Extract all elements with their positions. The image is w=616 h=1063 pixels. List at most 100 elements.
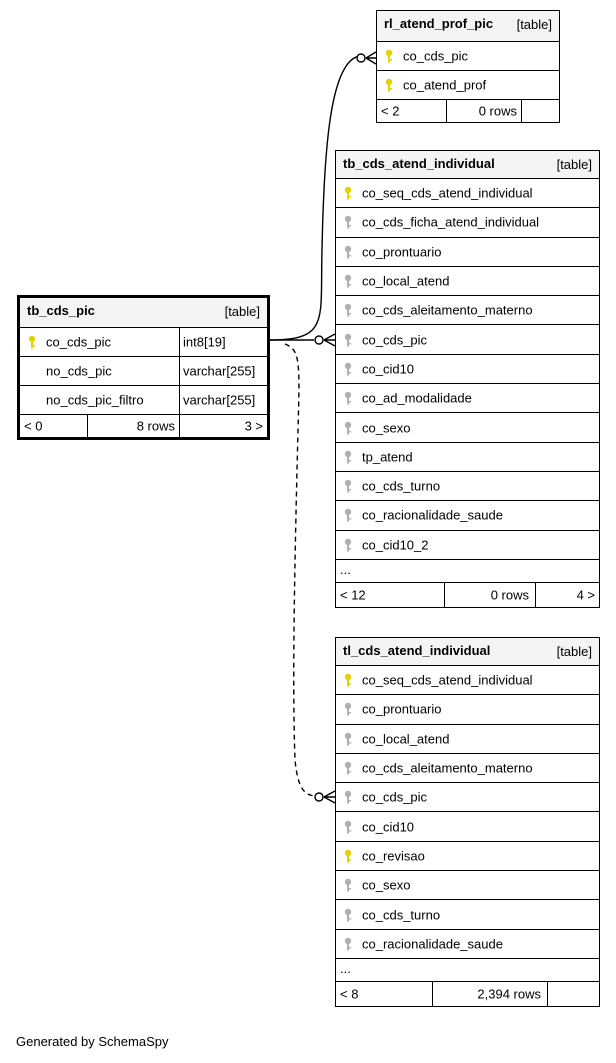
foreign-key-icon (343, 761, 353, 775)
column-name: co_local_atend (362, 273, 450, 289)
table-rl-atend-prof-pic[interactable]: rl_atend_prof_pic [table] co_cds_pic co_a… (376, 10, 560, 123)
column-row[interactable]: co_cds_aleitamento_materno (336, 754, 599, 784)
relationship-crowfoot (323, 333, 336, 347)
table-header[interactable]: tl_cds_atend_individual [table] (336, 638, 599, 666)
column-name: co_seq_cds_atend_individual (362, 185, 533, 201)
column-name: co_cds_pic (362, 789, 428, 805)
column-name: co_cds_pic (362, 332, 428, 348)
column-row[interactable]: co_cds_pic (336, 783, 599, 813)
parents-count[interactable]: < 12 (340, 587, 366, 603)
column-list: co_cds_pic co_atend_prof (377, 42, 559, 100)
column-row[interactable]: co_sexo (336, 413, 599, 443)
foreign-key-icon (343, 274, 353, 288)
column-name: co_sexo (362, 420, 411, 436)
column-name: co_cds_ficha_atend_individual (362, 214, 540, 230)
table-footer: < 2 0 rows (377, 100, 559, 122)
column-name: co_cds_aleitamento_materno (362, 760, 533, 776)
generated-by-footer: Generated by SchemaSpy (16, 1034, 169, 1049)
column-row[interactable]: co_racionalidade_saude (336, 930, 599, 959)
column-row[interactable]: co_cds_aleitamento_materno (336, 296, 599, 326)
foreign-key-icon (343, 937, 353, 951)
foreign-key-icon (343, 508, 353, 522)
parents-count[interactable]: < 2 (381, 103, 400, 119)
column-row[interactable]: co_seq_cds_atend_individual (336, 179, 599, 209)
relationship-crowfoot (323, 790, 336, 804)
column-row[interactable]: co_cds_pic (336, 325, 599, 355)
column-row[interactable]: co_cds_turno (336, 900, 599, 930)
column-name: co_atend_prof (403, 77, 487, 93)
foreign-key-icon (343, 732, 353, 746)
relationship-cardinality-circle (314, 792, 324, 802)
table-header[interactable]: tb_cds_atend_individual [table] (336, 151, 599, 179)
more-columns-ellipsis: ... (336, 560, 599, 583)
column-row[interactable]: co_racionalidade_saude (336, 501, 599, 531)
column-row[interactable]: co_ad_modalidade (336, 384, 599, 414)
foreign-key-icon (343, 215, 353, 229)
column-row[interactable]: co_local_atend (336, 725, 599, 754)
column-row[interactable]: co_seq_cds_atend_individual (336, 666, 599, 696)
column-row[interactable]: co_prontuario (336, 238, 599, 267)
relationship-cardinality-circle (314, 335, 324, 345)
table-kind: [table] (224, 304, 260, 319)
primary-key-icon (343, 849, 353, 863)
column-row[interactable]: co_sexo (336, 871, 599, 901)
column-list: co_seq_cds_atend_individual co_prontuario… (336, 666, 599, 959)
foreign-key-icon (343, 450, 353, 464)
column-name: co_seq_cds_atend_individual (362, 672, 533, 688)
column-row[interactable]: co_local_atend (336, 267, 599, 297)
children-count[interactable]: 3 > (244, 418, 263, 434)
column-name: no_cds_pic_filtro (46, 392, 144, 408)
table-name[interactable]: rl_atend_prof_pic (384, 16, 494, 31)
column-row[interactable]: co_cid10 (336, 355, 599, 385)
column-row[interactable]: co_cid10 (336, 812, 599, 842)
row-count: 2,394 rows (477, 986, 541, 1002)
column-row[interactable]: co_atend_prof (377, 71, 559, 100)
foreign-key-icon (343, 702, 353, 716)
table-name[interactable]: tb_cds_pic (27, 303, 95, 318)
table-kind: [table] (556, 157, 592, 172)
column-name: co_racionalidade_saude (362, 507, 503, 523)
parents-count[interactable]: < 8 (340, 986, 359, 1002)
row-count: 0 rows (490, 587, 529, 603)
column-name: co_prontuario (362, 244, 442, 260)
column-name: co_local_atend (362, 731, 450, 747)
column-name: co_racionalidade_saude (362, 936, 503, 952)
more-columns-ellipsis: ... (336, 959, 599, 982)
column-type: varchar[255] (183, 363, 256, 379)
foreign-key-icon (343, 303, 353, 317)
column-name: co_cds_turno (362, 907, 441, 923)
foreign-key-icon (343, 245, 353, 259)
relationship-line-rl-atend-prof-pic (269, 55, 361, 341)
column-list: co_seq_cds_atend_individual co_cds_ficha_… (336, 179, 599, 560)
column-row[interactable]: co_revisao (336, 842, 599, 872)
column-name: co_cid10 (362, 361, 415, 377)
column-row[interactable]: co_cds_ficha_atend_individual (336, 208, 599, 238)
table-name[interactable]: tl_cds_atend_individual (343, 643, 491, 658)
table-tb-cds-atend-individual[interactable]: tb_cds_atend_individual [table] co_seq_c… (335, 150, 600, 608)
relationship-cardinality-circle (356, 53, 366, 63)
table-kind: [table] (556, 644, 592, 659)
table-header[interactable]: tb_cds_pic [table] (20, 298, 267, 328)
parents-count[interactable]: < 0 (24, 418, 43, 434)
column-row[interactable]: tp_atend (336, 443, 599, 472)
column-row[interactable]: co_cds_pic (377, 42, 559, 71)
table-header[interactable]: rl_atend_prof_pic [table] (377, 11, 559, 42)
children-count[interactable]: 4 > (576, 587, 595, 603)
table-name[interactable]: tb_cds_atend_individual (343, 156, 495, 171)
column-row[interactable]: no_cds_pic varchar[255] (20, 357, 267, 386)
column-row[interactable]: co_cds_turno (336, 472, 599, 502)
foreign-key-icon (343, 790, 353, 804)
column-row[interactable]: co_prontuario (336, 695, 599, 725)
foreign-key-icon (343, 908, 353, 922)
table-footer: < 0 8 rows 3 > (20, 415, 267, 437)
table-footer: < 12 0 rows 4 > (336, 582, 599, 607)
table-tl-cds-atend-individual[interactable]: tl_cds_atend_individual [table] co_seq_c… (335, 637, 600, 1007)
column-name: no_cds_pic (46, 363, 112, 379)
column-row[interactable]: co_cid10_2 (336, 531, 599, 560)
relationship-crowfoot (365, 51, 377, 65)
